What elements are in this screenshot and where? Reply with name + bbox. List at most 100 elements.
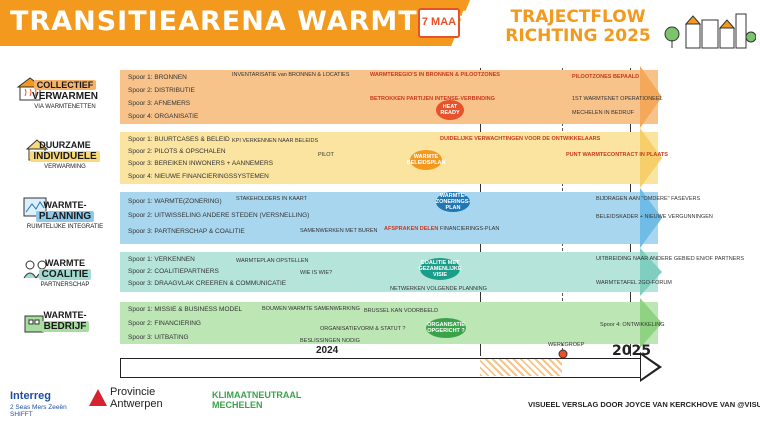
provincie-line2: Antwerpen <box>110 398 163 410</box>
page-title: TRANSITIEARENA WARMTE #3 <box>10 6 491 37</box>
spoor-label: Spoor 1: MISSIE & BUSINESS MODEL <box>128 306 243 313</box>
category-line1: WARMTE- <box>43 310 87 320</box>
interreg-project: SHIFFT <box>10 411 33 418</box>
category-line3: VIA WARMTENETTEN <box>34 104 96 110</box>
category-line1: WARMTE <box>45 258 85 268</box>
provincie-logo: Provincie Antwerpen <box>110 386 163 410</box>
note-inventarisatie: INVENTARISATIE van BRONNEN & LOCATIES <box>232 72 350 78</box>
note-wie-is-wie: WIE IS WIE? <box>300 270 333 276</box>
note-warmteregio: WARMTEREGIO'S IN BRONNEN & PILOOTZONES <box>370 72 500 78</box>
city-skyline-icon <box>664 13 756 49</box>
category-line2: PLANNING <box>10 211 120 222</box>
category-line1: WARMTE- <box>43 200 87 210</box>
band-arrow-collectief <box>640 66 662 128</box>
note-samenwerken: SAMENWERKEN MET BUREN <box>300 228 378 234</box>
calendar-badge: 7 MAA <box>418 8 460 38</box>
spoor-label: Spoor 4: NIEUWE FINANCIERINGSSYSTEMEN <box>128 173 269 180</box>
category-line3: PARTNERSCHAP <box>40 282 90 288</box>
timeline-bar <box>120 358 642 378</box>
trajectflow-line1: TRAJECTFLOW <box>510 7 646 27</box>
category-line3: VERWARMING <box>44 164 86 170</box>
category-line3: RUIMTELIJKE INTEGRATIE <box>26 224 104 230</box>
spoor-label: Spoor 1: VERKENNEN <box>128 256 195 263</box>
spoor-label: Spoor 1: BRONNEN <box>128 74 187 81</box>
note-warmtetafel: WARMTETAFEL 2GO-FORUM <box>596 280 672 286</box>
company-icon <box>24 315 44 333</box>
note-heatready: HEAT READY <box>436 100 464 120</box>
note-coalitie-visie: COALITIE MET GEZAMENLIJKE VISIE <box>418 258 462 280</box>
note-duidelijk: DUIDELIJKE VERWACHTINGEN VOOR DE ONTWIKK… <box>440 136 601 142</box>
note-stakeholders: STAKEHOLDERS IN KAART <box>236 196 308 202</box>
note-brussel: BRUSSEL KAN VOORBEELD <box>364 308 439 314</box>
band-arrow-bedrijf <box>640 298 662 348</box>
note-kpi: KPI VERKENNEN NAAR BELEIDS <box>232 138 319 144</box>
spoor-label: Spoor 3: PARTNERSCHAP & COALITIE <box>128 228 245 235</box>
klimaat-line2: MECHELEN <box>212 400 263 410</box>
note-warmtebeleid: WARMTE BELEIDSPLAN <box>407 150 445 170</box>
note-financieringsplan: FINANCIERINGS-PLAN <box>440 226 500 232</box>
band-individueel <box>120 132 658 184</box>
category-individueel: DUURZAME INDIVIDUELE VERWARMING <box>10 140 120 173</box>
interreg-name: Interreg <box>10 390 51 402</box>
spoor-label: Spoor 1: BUURTCASES & BELEID <box>128 136 230 143</box>
note-organisatievorm: ORGANISATIEVORM & STATUT ? <box>320 326 406 332</box>
note-betrokken: BETROKKEN PARTIJEN INTENSE-VERBINDING <box>370 96 495 102</box>
category-coalitie: WARMTE COALITIE PARTNERSCHAP <box>10 258 120 291</box>
note-ontwikkeling: Spoor 4: ONTWIKKELING <box>600 322 665 328</box>
spoor-label: Spoor 2: FINANCIERING <box>128 320 201 327</box>
category-planning: WARMTE- PLANNING RUIMTELIJKE INTEGRATIE <box>10 200 120 233</box>
timeline-hatch <box>480 359 562 376</box>
trajectflow-line2: RICHTING 2025 <box>505 26 651 46</box>
note-pilot: PILOT <box>318 152 334 158</box>
band-planning <box>120 192 658 244</box>
trajectflow-title: TRAJECTFLOW RICHTING 2025 <box>498 8 658 46</box>
year-2024: 2024 <box>316 345 339 356</box>
spoor-label: Spoor 2: COALITIEPARTNERS <box>128 268 219 275</box>
interreg-subtitle: 2 Seas Mers Zeeën <box>10 404 67 411</box>
category-collectief: COLLECTIEF VERWARMEN VIA WARMTENETTEN <box>10 80 120 113</box>
note-organisatie-opgericht: ORGANISATIE OPGERICHT ? <box>426 318 466 338</box>
category-bedrijf: WARMTE- BEDRIJF <box>10 310 120 332</box>
note-netwerk: NETWERKEN VOLGENDE PLANNING <box>390 286 487 292</box>
provincie-logo-icon <box>89 389 107 406</box>
klimaat-line1: KLIMAATNEUTRAAL <box>212 390 302 400</box>
spoor-label: Spoor 3: DRAAGVLAK CREEREN & COMMUNICATI… <box>128 280 287 287</box>
provincie-line1: Provincie <box>110 386 156 398</box>
spoor-label: Spoor 3: BEREIKEN INWONERS + AANNEMERS <box>128 160 274 167</box>
year-2025: 2025 <box>612 343 651 359</box>
note-mechelen: MECHELEN IN BEDRIJF <box>572 110 635 116</box>
band-arrow-individueel <box>640 128 662 188</box>
band-coalitie <box>120 252 658 292</box>
credit-text: VISUEEL VERSLAG DOOR JOYCE VAN KERCKHOVE… <box>528 400 760 409</box>
spoor-label: Spoor 1: WARMTE(ZONERING) <box>128 198 222 205</box>
category-line2: COALITIE <box>10 269 120 280</box>
note-uitbreiding: UITBREIDING NAAR ANDERE GEBIED EN/OF PAR… <box>596 256 745 262</box>
category-line2: VERWARMEN <box>32 91 98 102</box>
spoor-label: Spoor 2: PILOTS & OPSCHALEN <box>128 148 226 155</box>
spoor-label: Spoor 3: UITBATING <box>128 334 189 341</box>
spoor-label: Spoor 2: DISTRIBUTIE <box>128 87 195 94</box>
timeline-marker: WERKGROEP <box>548 342 585 348</box>
category-line2: BEDRIJF <box>10 321 120 332</box>
note-warmteplan: WARMTEPLAN OPSTELLEN <box>236 258 309 264</box>
note-beleidskader: BELEIDSKADER + NIEUWE VERGUNNINGEN <box>596 214 713 220</box>
klimaatneutraal-logo: KLIMAATNEUTRAAL MECHELEN <box>212 390 301 410</box>
band-bedrijf <box>120 302 658 344</box>
note-warmtezonering: WARMTE-ZONERINGS-PLAN <box>435 192 471 212</box>
note-1st-warmtenet: 1ST WARMTENET OPERATIONEEL <box>572 96 663 102</box>
timeline-arrow-head-inner <box>641 355 658 379</box>
category-line1: DUURZAME <box>39 140 91 150</box>
category-line2: INDIVIDUELE <box>10 151 120 162</box>
band-arrow-coalitie <box>640 248 662 296</box>
spoor-label: Spoor 4: ORGANISATIE <box>128 113 199 120</box>
spoor-label: Spoor 2: UITWISSELING ANDERE STEDEN (VER… <box>128 212 310 219</box>
band-arrow-planning <box>640 188 662 248</box>
category-line1: COLLECTIEF <box>10 80 120 91</box>
band-collectief <box>120 70 658 124</box>
note-pilootzones: PILOOTZONES BEPAALD <box>572 74 640 80</box>
interreg-logo: Interreg 2 Seas Mers Zeeën SHIFFT <box>10 386 67 418</box>
spoor-label: Spoor 3: AFNEMERS <box>128 100 191 107</box>
note-afspraken: AFSPRAKEN DELEN <box>384 226 439 232</box>
note-bouwen: BOUWEN WARMTE SAMENWERKING <box>262 306 360 312</box>
note-punt-warmtecontract: PUNT WARMTECONTRACT IN PLAATS <box>566 152 668 158</box>
